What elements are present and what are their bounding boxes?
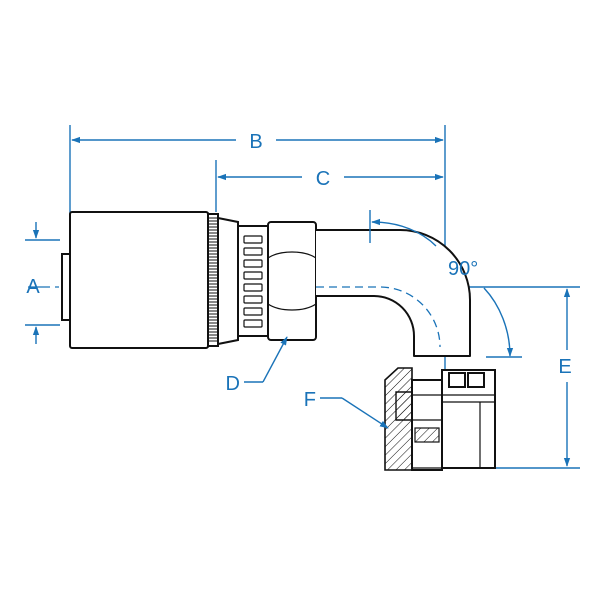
- label-e: E: [558, 356, 571, 378]
- leader-d: D: [226, 336, 288, 395]
- label-b: B: [249, 131, 262, 153]
- angle-90-indicator: 90°: [369, 210, 522, 358]
- hex-nut-d: [267, 221, 317, 341]
- label-c: C: [316, 168, 330, 190]
- collar-slot: [243, 259, 263, 268]
- dimension-c: C: [217, 168, 444, 190]
- dimension-a: A: [26, 222, 40, 344]
- label-d: D: [226, 373, 240, 395]
- collar-slot: [243, 295, 263, 304]
- collar: [217, 216, 269, 346]
- knurled-band: [207, 213, 219, 347]
- label-a: A: [26, 276, 40, 298]
- collar-slot: [243, 307, 263, 316]
- label-angle: 90°: [448, 258, 478, 280]
- collar-slot: [243, 319, 263, 328]
- bent-tube: [316, 229, 471, 357]
- ferrule: [61, 211, 209, 349]
- collar-slot: [243, 247, 263, 256]
- leader-f: F: [304, 389, 389, 429]
- collar-slot: [243, 283, 263, 292]
- label-f: F: [304, 389, 316, 411]
- dimension-e: E: [558, 288, 572, 467]
- collar-slot: [243, 271, 263, 280]
- swivel-nut-f: [384, 367, 496, 471]
- dimension-b: B: [71, 131, 444, 153]
- collar-slot: [243, 235, 263, 244]
